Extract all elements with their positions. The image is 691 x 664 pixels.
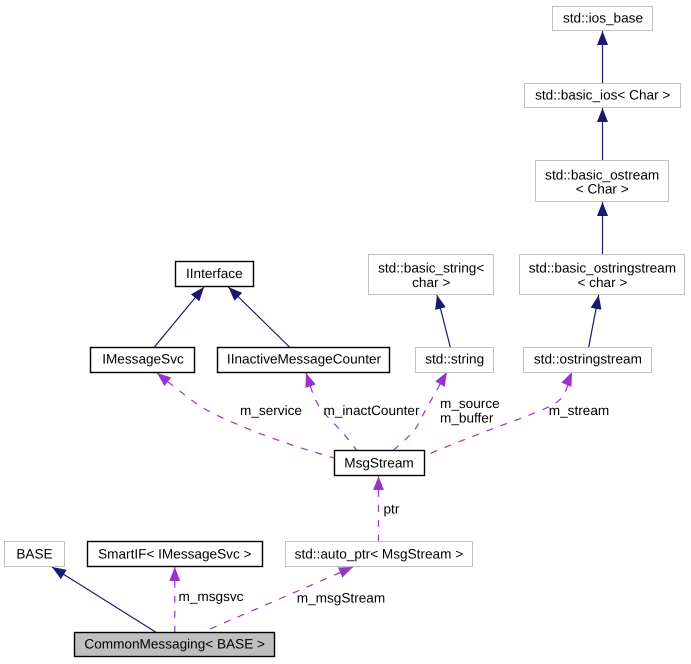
svg-text:< char >: < char > bbox=[577, 275, 627, 290]
svg-text:std::basic_ios< Char >: std::basic_ios< Char > bbox=[535, 88, 670, 103]
svg-text:IInterface: IInterface bbox=[186, 266, 243, 281]
svg-text:std::ios_base: std::ios_base bbox=[563, 10, 643, 25]
svg-text:std::ostringstream: std::ostringstream bbox=[534, 352, 642, 367]
svg-text:char >: char > bbox=[412, 275, 450, 290]
svg-text:m_msgsvc: m_msgsvc bbox=[179, 589, 244, 604]
svg-text:m_service: m_service bbox=[240, 403, 302, 418]
svg-text:m_stream: m_stream bbox=[549, 403, 609, 418]
svg-text:CommonMessaging< BASE >: CommonMessaging< BASE > bbox=[84, 637, 265, 652]
svg-text:BASE: BASE bbox=[16, 546, 52, 561]
svg-text:std::string: std::string bbox=[425, 352, 484, 367]
svg-text:m_msgStream: m_msgStream bbox=[297, 591, 385, 606]
svg-text:IInactiveMessageCounter: IInactiveMessageCounter bbox=[227, 352, 382, 367]
svg-text:std::basic_ostream: std::basic_ostream bbox=[545, 167, 659, 182]
svg-text:m_inactCounter: m_inactCounter bbox=[324, 403, 420, 418]
svg-text:IMessageSvc: IMessageSvc bbox=[102, 352, 184, 367]
svg-text:std::auto_ptr< MsgStream >: std::auto_ptr< MsgStream > bbox=[295, 546, 464, 561]
svg-text:SmartIF< IMessageSvc >: SmartIF< IMessageSvc > bbox=[98, 546, 251, 561]
svg-text:< Char >: < Char > bbox=[576, 182, 629, 197]
svg-text:ptr: ptr bbox=[384, 502, 400, 517]
svg-text:std::basic_ostringstream: std::basic_ostringstream bbox=[529, 261, 676, 276]
svg-text:MsgStream: MsgStream bbox=[344, 456, 414, 471]
svg-text:m_source: m_source bbox=[440, 396, 500, 411]
svg-text:std::basic_string<: std::basic_string< bbox=[378, 261, 484, 276]
svg-text:m_buffer: m_buffer bbox=[440, 411, 494, 426]
